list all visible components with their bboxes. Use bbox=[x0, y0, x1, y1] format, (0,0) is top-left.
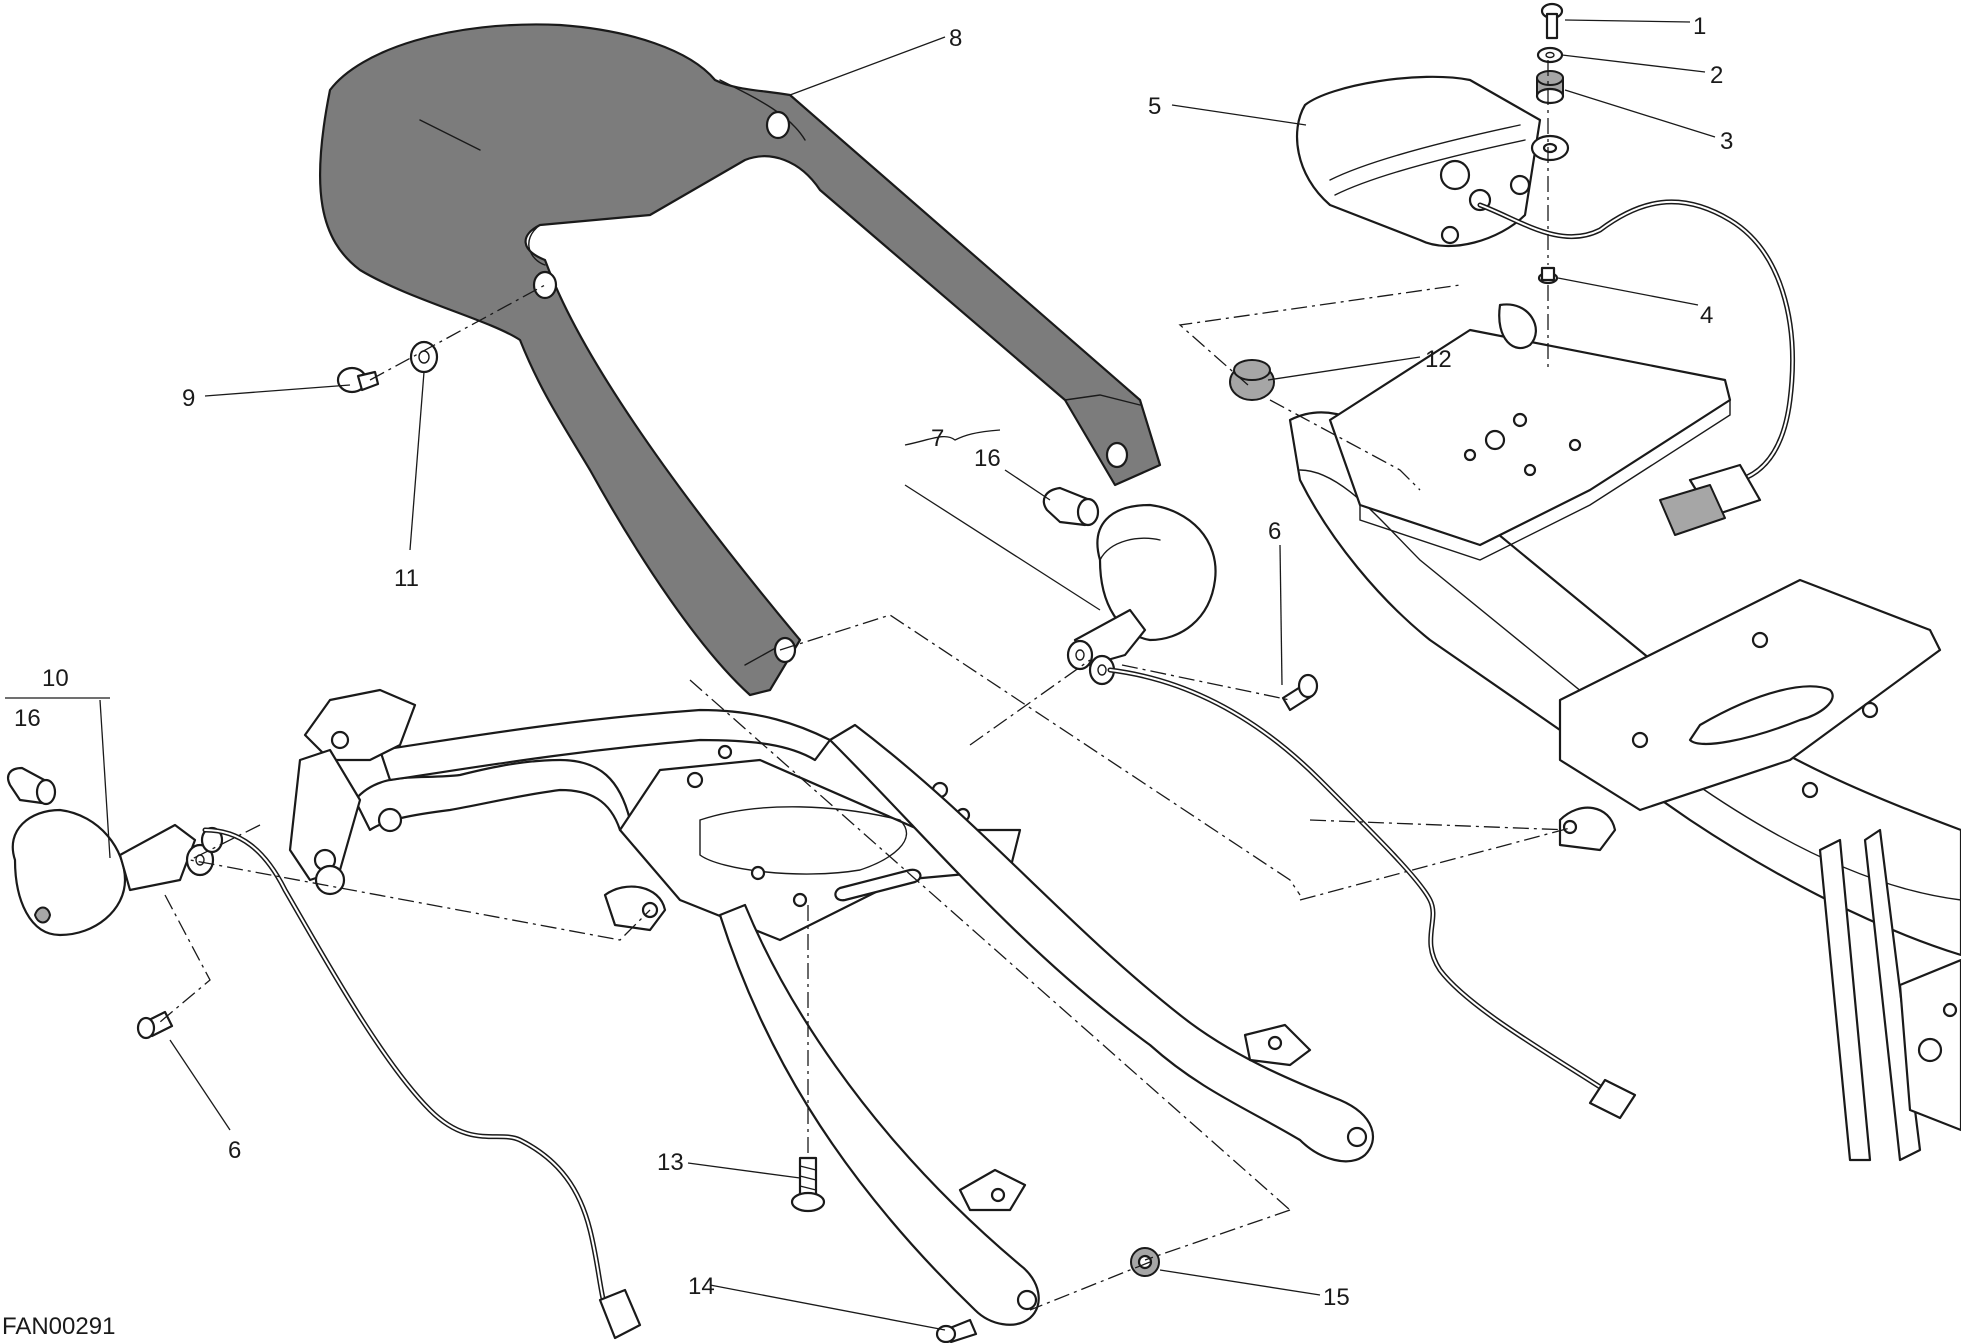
callout-16-left: 16 bbox=[14, 705, 41, 732]
callout-7: 7 bbox=[931, 425, 944, 452]
screw-6-right bbox=[1281, 673, 1319, 712]
washer-11 bbox=[409, 340, 439, 374]
callout-16-right: 16 bbox=[974, 445, 1001, 472]
callout-2: 2 bbox=[1710, 62, 1723, 89]
callout-4: 4 bbox=[1700, 302, 1713, 329]
left-signal-wire bbox=[202, 827, 642, 1340]
drawing-code: FAN00291 bbox=[2, 1313, 115, 1340]
callout-13: 13 bbox=[657, 1149, 684, 1176]
bulb-16-right bbox=[1042, 486, 1100, 527]
bulb-16-left bbox=[6, 766, 57, 806]
subframe bbox=[288, 688, 1374, 1326]
callout-1: 1 bbox=[1693, 13, 1706, 40]
spacer-3 bbox=[1535, 70, 1565, 105]
taillight-assembly bbox=[1295, 75, 1570, 248]
assembly-lines bbox=[159, 60, 1571, 1311]
callout-12: 12 bbox=[1425, 346, 1452, 373]
screw-14 bbox=[935, 1318, 978, 1343]
nut-4 bbox=[1537, 266, 1559, 285]
callout-15: 15 bbox=[1323, 1284, 1350, 1311]
callout-5: 5 bbox=[1148, 93, 1161, 120]
rear-frame-section bbox=[1288, 303, 1961, 1162]
callout-6-right: 6 bbox=[1268, 518, 1281, 545]
callout-10: 10 bbox=[42, 665, 69, 692]
tail-cover bbox=[318, 23, 1162, 697]
callout-14: 14 bbox=[688, 1273, 715, 1300]
callout-11: 11 bbox=[394, 565, 419, 592]
left-turn-signal bbox=[11, 808, 224, 937]
washer-2 bbox=[1536, 46, 1564, 64]
screw-1 bbox=[1540, 2, 1564, 40]
screw-9 bbox=[336, 366, 380, 394]
callout-3: 3 bbox=[1720, 128, 1733, 155]
leader-lines bbox=[5, 19, 1716, 1331]
right-signal-wire bbox=[1107, 667, 1637, 1120]
callout-labels: 1 2 3 4 5 6 6 7 8 9 10 11 12 13 14 15 16… bbox=[14, 13, 1733, 1311]
right-turn-signal bbox=[1066, 503, 1217, 686]
grommet-12 bbox=[1229, 359, 1275, 401]
taillight-wire bbox=[1477, 199, 1795, 536]
callout-8: 8 bbox=[949, 25, 962, 52]
bolt-13 bbox=[790, 1156, 826, 1213]
callout-6-left: 6 bbox=[228, 1137, 241, 1164]
callout-9: 9 bbox=[182, 385, 195, 412]
grommet-15 bbox=[1130, 1247, 1160, 1277]
